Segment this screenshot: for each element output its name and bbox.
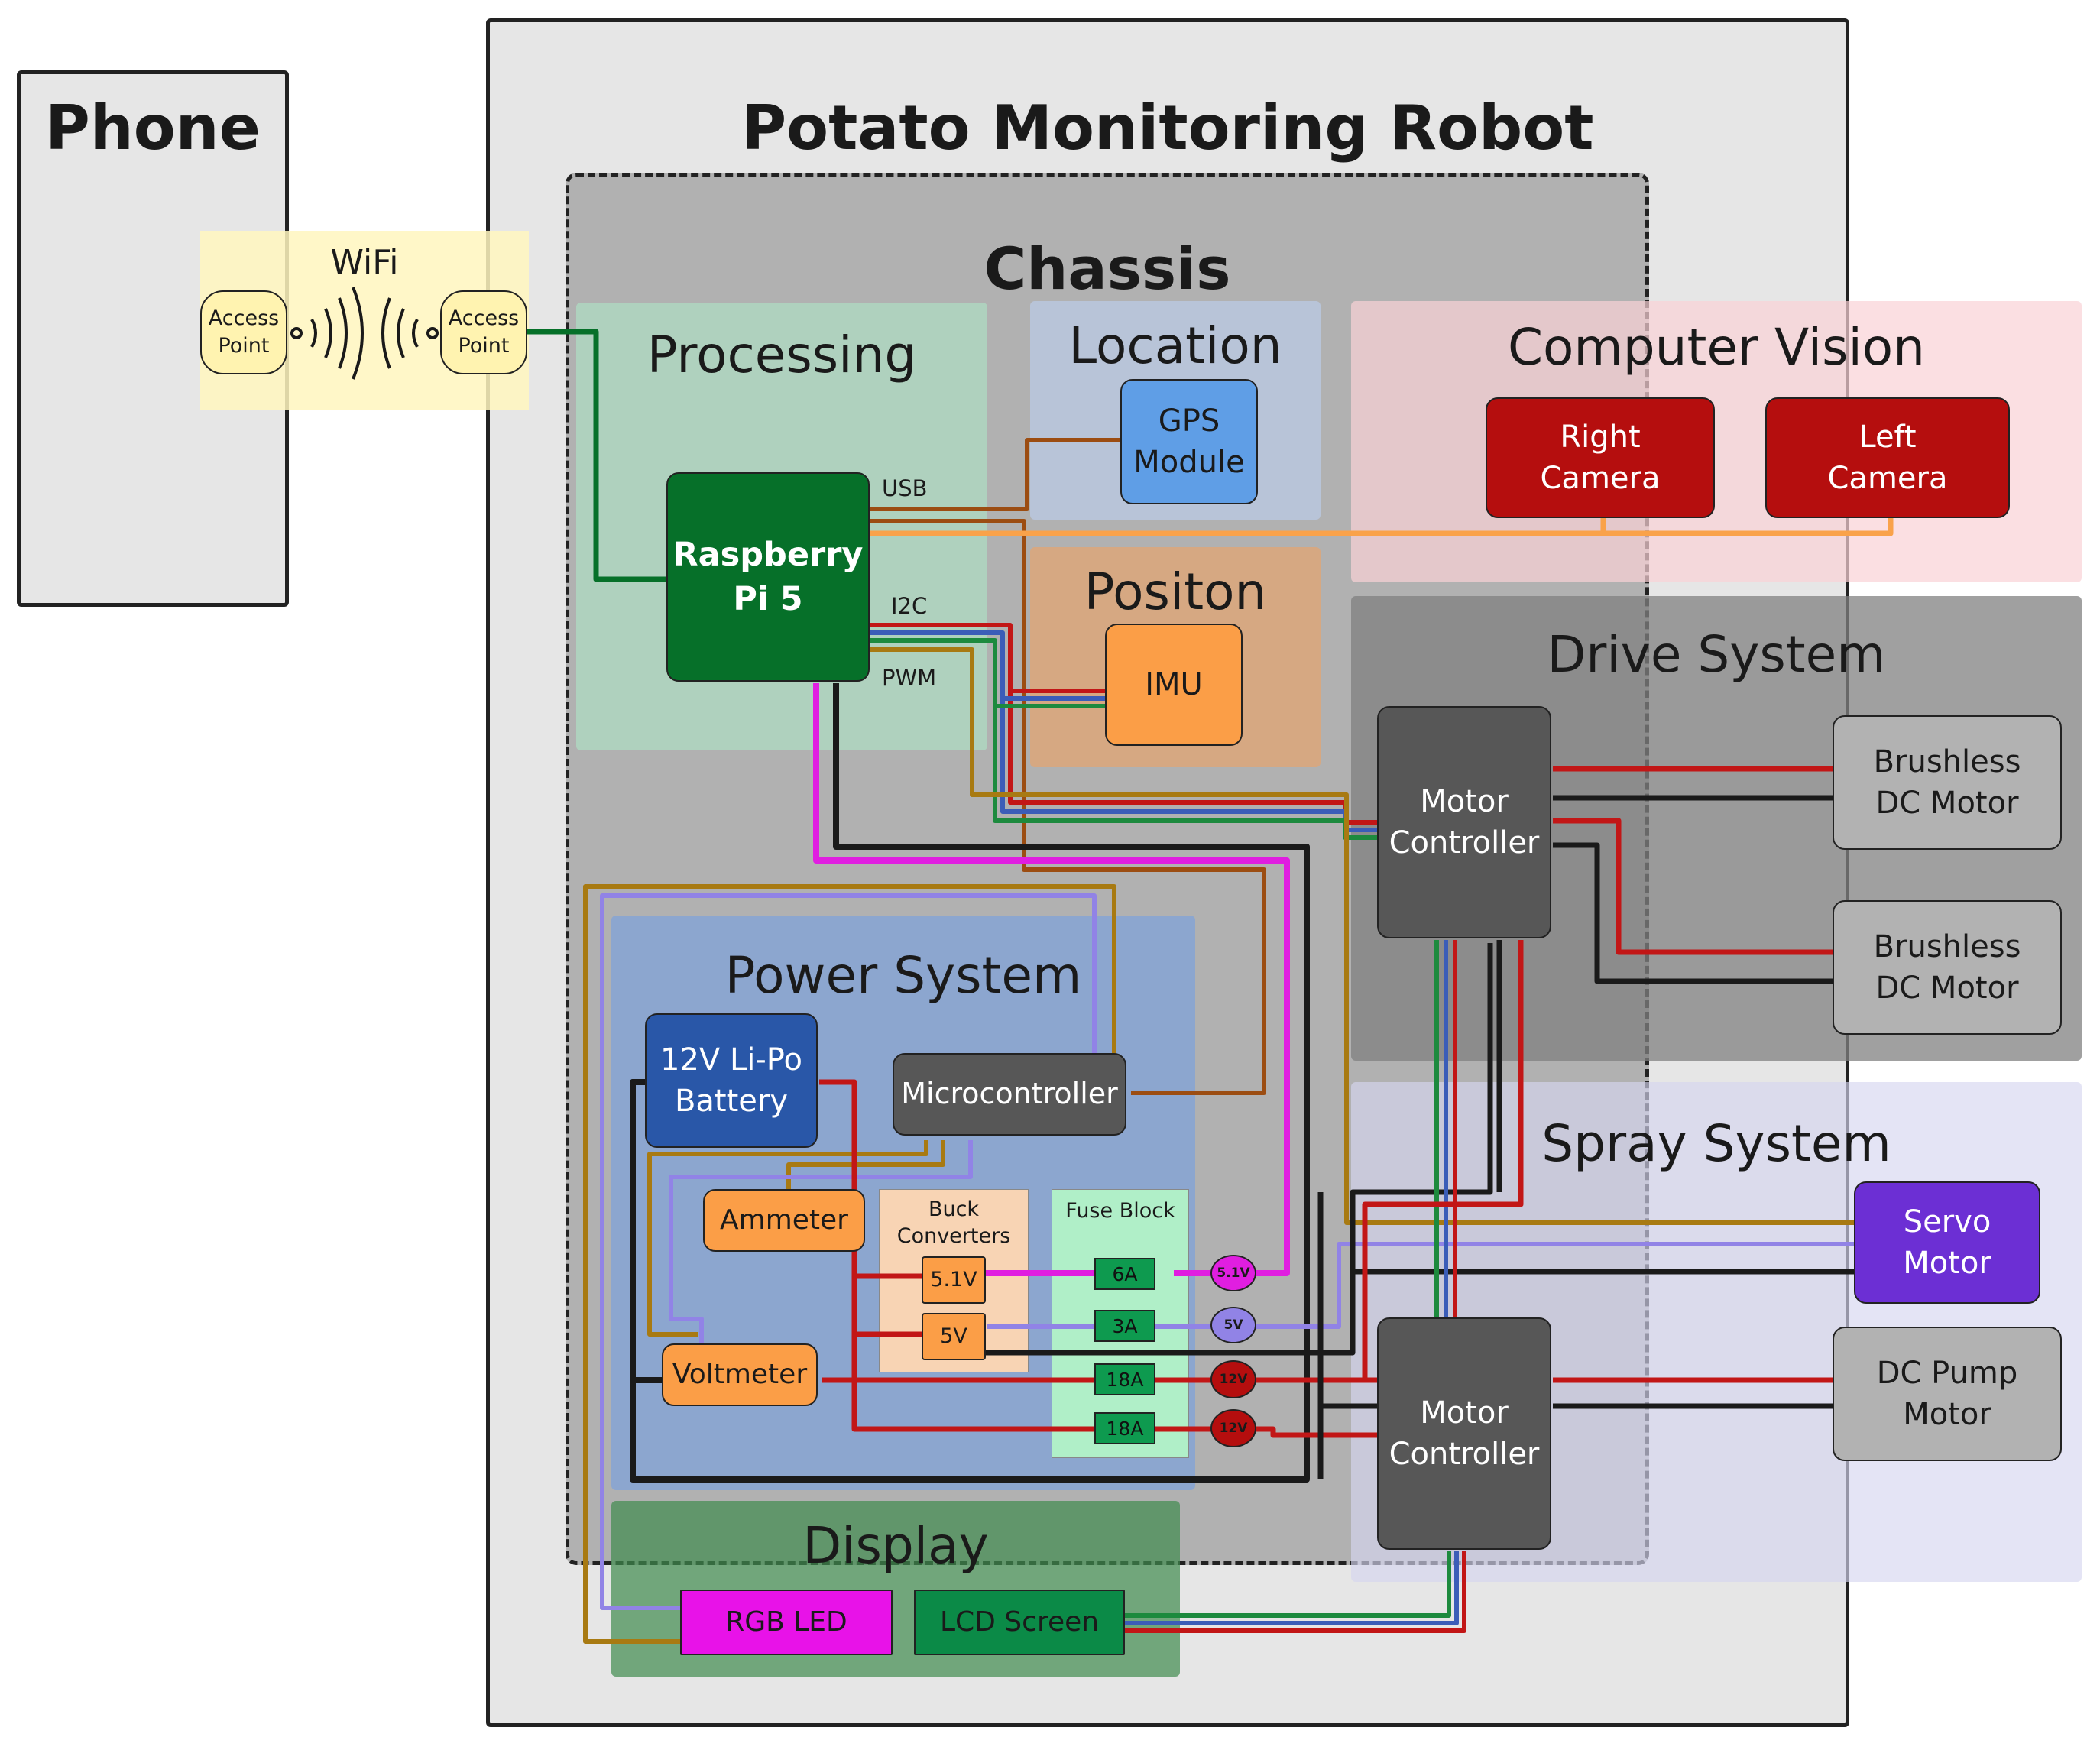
lcd-screen: LCD Screen <box>914 1590 1125 1655</box>
camera-bus-wire <box>870 518 1894 536</box>
brushless-dc-motor-1: Brushless DC Motor <box>1833 715 2062 850</box>
buck-converter-5v: 5V <box>922 1313 986 1360</box>
location-title: Location <box>1068 316 1282 375</box>
rail-badge-5v1: 5.1V <box>1210 1255 1256 1291</box>
buck-converters-title: Buck Converters <box>896 1197 1011 1249</box>
rail-badge-12v-2: 12V <box>1210 1409 1256 1447</box>
micro-purple-wire <box>669 1140 973 1345</box>
lcd-red-wire <box>1125 1551 1466 1633</box>
fuse-3a: 3A <box>1094 1310 1155 1342</box>
drive-system-title: Drive System <box>1547 625 1886 684</box>
buck-converter-5v1: 5.1V <box>922 1256 986 1304</box>
brushless-dc-motor-2: Brushless DC Motor <box>1833 900 2062 1035</box>
lipo-battery: 12V Li-Po Battery <box>645 1013 818 1148</box>
dc-pump-motor: DC Pump Motor <box>1833 1327 2062 1461</box>
micro-ammeter-wire <box>786 1140 945 1192</box>
i2c-blue-wire <box>870 630 1382 832</box>
pwm-wire <box>870 647 1860 1225</box>
gold-loop-wire <box>583 884 1116 1644</box>
fuse-18a-2: 18A <box>1094 1412 1155 1444</box>
pi-5v1-wire <box>813 683 1290 1276</box>
rgb-led: RGB LED <box>680 1590 893 1655</box>
servo-motor: Servo Motor <box>1854 1181 2040 1304</box>
lcd-blue-wire <box>1125 1551 1459 1625</box>
spray-system-title: Spray System <box>1541 1114 1891 1173</box>
rail-badge-5v: 5V <box>1210 1307 1256 1343</box>
usb-bus-wire <box>870 519 1266 1095</box>
fuse-18a-1: 18A <box>1094 1363 1155 1395</box>
fuse-12v-b-wire <box>1243 1426 1377 1438</box>
chassis-title: Chassis <box>984 235 1231 303</box>
fuse-6a: 6A <box>1094 1258 1155 1290</box>
lcd-green-wire <box>1125 1551 1451 1618</box>
voltmeter: Voltmeter <box>662 1343 818 1406</box>
i2c-red-wire <box>870 623 1382 825</box>
drive-red-2 <box>1553 818 1833 955</box>
gps-module: GPS Module <box>1120 379 1258 504</box>
robot-title: Potato Monitoring Robot <box>741 92 1594 164</box>
drive-motor-controller: Motor Controller <box>1377 706 1551 938</box>
pwm-label: PWM <box>882 665 937 691</box>
raspberry-pi: Raspberry Pi 5 <box>666 472 870 682</box>
phone-title: Phone <box>45 92 261 164</box>
ammeter: Ammeter <box>703 1189 865 1252</box>
right-camera: Right Camera <box>1486 397 1715 518</box>
wifi-signal-icon <box>290 287 439 380</box>
processing-title: Processing <box>647 326 917 384</box>
position-title: Positon <box>1084 562 1267 621</box>
i2c-green-wire <box>870 638 1382 840</box>
fuse-block-title: Fuse Block <box>1065 1199 1175 1223</box>
left-access-point: Access Point <box>200 290 287 374</box>
usb-label: USB <box>882 475 928 501</box>
battery-red-wire <box>819 1079 1223 1432</box>
imu: IMU <box>1105 624 1243 746</box>
wifi-to-pi-wire <box>527 329 668 582</box>
right-access-point: Access Point <box>440 290 527 374</box>
computer-vision-title: Computer Vision <box>1507 318 1926 377</box>
drive-black-2 <box>1553 842 1833 984</box>
purple-5v-wire <box>600 893 1097 1610</box>
spray-motor-controller: Motor Controller <box>1377 1317 1551 1550</box>
rail-badge-12v-1: 12V <box>1210 1360 1256 1398</box>
microcontroller: Microcontroller <box>893 1053 1126 1136</box>
drive-red-3 <box>1362 940 1524 1380</box>
left-camera: Left Camera <box>1765 397 2010 518</box>
micro-voltmeter-wire <box>647 1140 928 1337</box>
i2c-label: I2C <box>891 593 928 619</box>
usb-to-gps-wire <box>870 438 1123 511</box>
wifi-label: WiFi <box>330 243 399 282</box>
buck-ground-wire <box>986 943 1493 1356</box>
power-system-title: Power System <box>724 946 1082 1005</box>
display-title: Display <box>802 1516 989 1575</box>
battery-red-tap-1 <box>854 1273 922 1337</box>
